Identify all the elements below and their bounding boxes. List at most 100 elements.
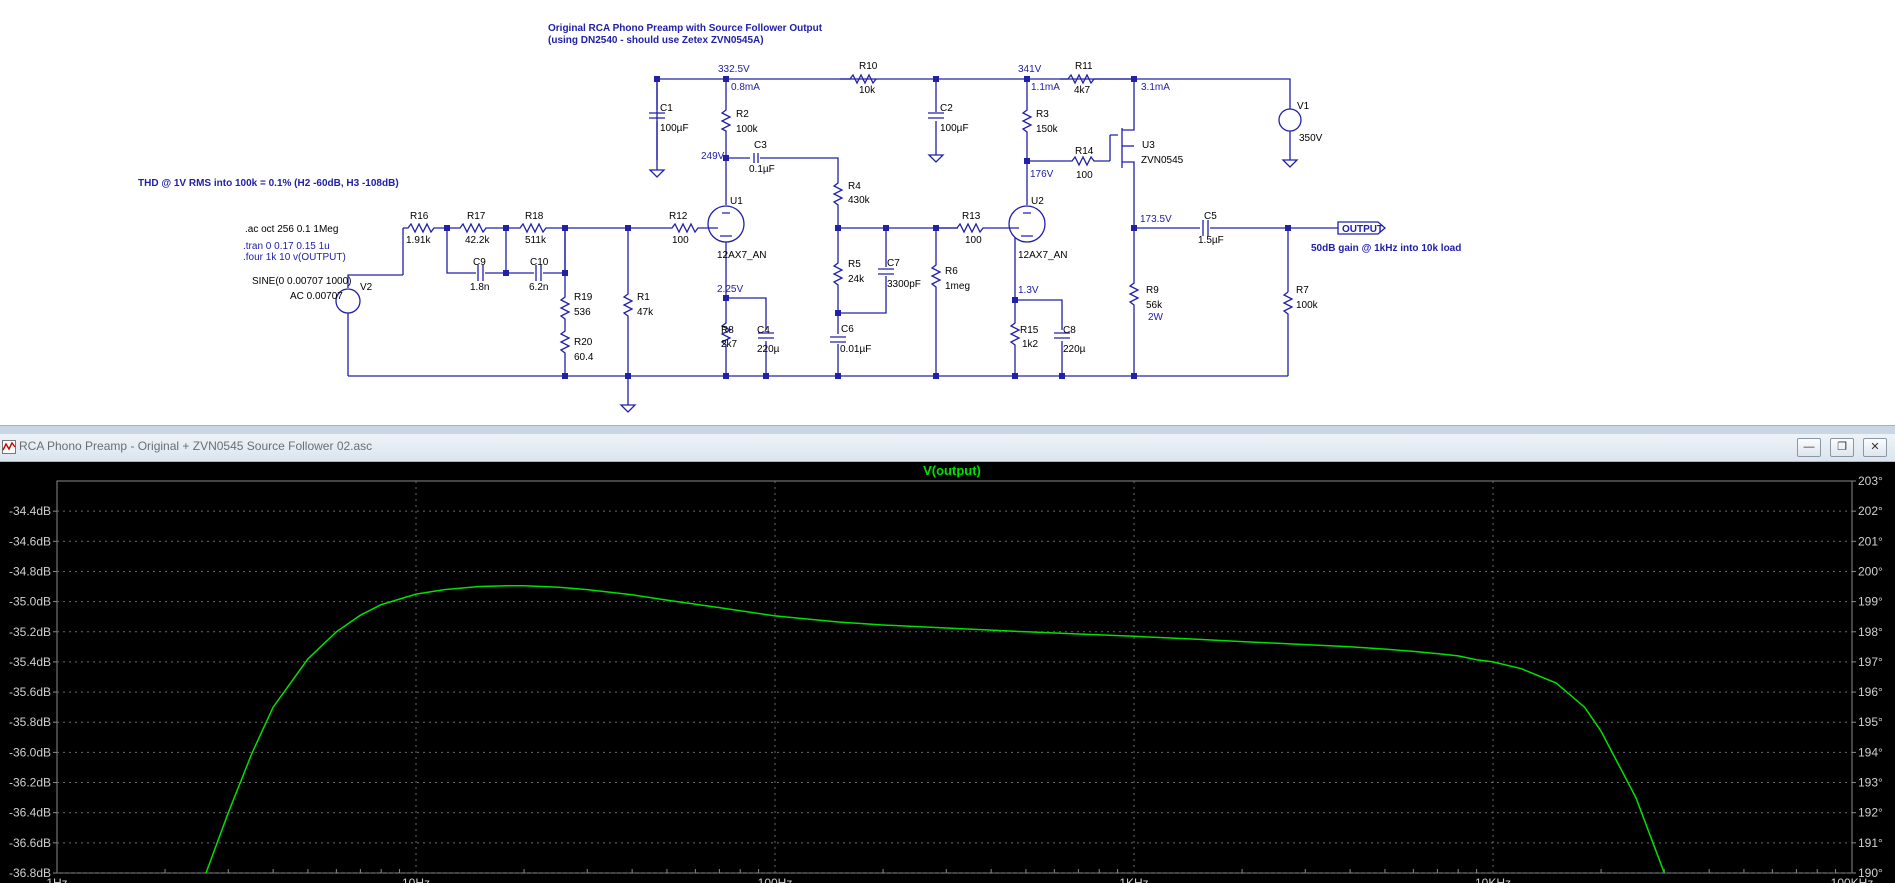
maximize-button[interactable]: ❐ [1830,438,1854,457]
component-name[interactable]: C4 [757,325,770,336]
component-name[interactable]: R2 [736,109,749,120]
component-value[interactable]: 12AX7_AN [1018,250,1067,261]
component-value[interactable]: 100 [672,235,689,246]
component-name[interactable]: U1 [730,196,743,207]
component-value[interactable]: 42.2k [465,235,490,246]
component-value[interactable]: 100µF [660,123,689,134]
y-axis-right: 203°202°201°200°199°198°197°196°195°194°… [1852,474,1883,880]
y-tick-label-right: 190° [1858,866,1883,880]
component-name[interactable]: R8 [721,325,734,336]
component-name[interactable]: C8 [1063,325,1076,336]
component-name[interactable]: C7 [887,258,900,269]
component-name[interactable]: C10 [530,257,549,268]
component-name[interactable]: R6 [945,266,958,277]
component-value[interactable]: 60.4 [574,352,594,363]
component-name[interactable]: R15 [1020,325,1039,336]
component-value[interactable]: 220µ [1063,344,1086,355]
component-value[interactable]: 100k [1296,300,1319,311]
component-name[interactable]: V2 [360,282,373,293]
component-name[interactable]: C9 [473,257,486,268]
y-tick-label-right: 202° [1858,504,1883,518]
component-name[interactable]: C3 [754,140,767,151]
trace-label[interactable]: V(output) [923,463,981,478]
component-value[interactable]: 24k [848,274,865,285]
power-dissipation: 2W [1148,312,1164,323]
component-value[interactable]: 100k [736,124,759,135]
component-value[interactable]: 1.91k [406,235,431,246]
plot-window[interactable]: RCA Phono Preamp - Original + ZVN0545 So… [0,434,1895,883]
component-value[interactable]: 12AX7_AN [717,250,766,261]
component-value[interactable]: ZVN0545 [1141,155,1184,166]
schematic-canvas[interactable]: Original RCA Phono Preamp with Source Fo… [0,0,1895,425]
y-tick-label-left: -35.2dB [9,625,51,639]
component-name[interactable]: C6 [841,324,854,335]
component-value[interactable]: 100µF [940,123,969,134]
y-tick-label-right: 195° [1858,715,1883,729]
trace-v-output[interactable] [205,585,1666,874]
component-name[interactable]: R12 [669,211,688,222]
node-voltage: 332.5V [718,64,750,75]
component-name[interactable]: R13 [962,211,981,222]
component-value[interactable]: 3300pF [887,279,921,290]
component-name[interactable]: R11 [1075,61,1093,72]
component-name[interactable]: R14 [1075,146,1094,157]
component-value[interactable]: 4k7 [1074,85,1091,96]
component-name[interactable]: C5 [1204,211,1217,222]
component-value[interactable]: 350V [1299,133,1323,144]
source-ac: AC 0.00707 [290,291,343,302]
plot-window-titlebar[interactable]: RCA Phono Preamp - Original + ZVN0545 So… [0,434,1895,462]
directive-tran[interactable]: .tran 0 0.17 0.15 1u [243,241,330,252]
component-value[interactable]: 1.8n [470,282,489,293]
component-name[interactable]: R1 [637,292,650,303]
component-value[interactable]: 100 [965,235,982,246]
component-value[interactable]: 1.5µF [1198,235,1224,246]
component-name[interactable]: R3 [1036,109,1049,120]
component-name[interactable]: R20 [574,337,593,348]
component-name[interactable]: V1 [1297,101,1310,112]
component-value[interactable]: 100 [1076,170,1093,181]
directive-ac[interactable]: .ac oct 256 0.1 1Meg [245,224,338,235]
component-value[interactable]: 1k2 [1022,339,1039,350]
component-name[interactable]: C2 [940,103,953,114]
component-name[interactable]: R17 [467,211,486,222]
directive-four[interactable]: .four 1k 10 v(OUTPUT) [243,252,346,263]
component-name[interactable]: R10 [859,61,878,72]
component-value[interactable]: 0.1µF [749,164,775,175]
component-value[interactable]: 0.01µF [840,344,871,355]
y-tick-label-right: 192° [1858,806,1883,820]
window-divider[interactable] [0,425,1895,434]
component-value[interactable]: 2k7 [721,339,738,350]
component-name[interactable]: R18 [525,211,544,222]
component-name[interactable]: U2 [1031,196,1044,207]
node-voltage: 173.5V [1140,214,1172,225]
y-tick-label-right: 191° [1858,836,1883,850]
component-value[interactable]: 150k [1036,124,1059,135]
component-value[interactable]: 430k [848,195,871,206]
component-value[interactable]: 1meg [945,281,970,292]
component-name[interactable]: R4 [848,181,861,192]
component-name[interactable]: C1 [660,103,673,114]
component-name[interactable]: R5 [848,259,861,270]
node-voltage: 249V [701,151,725,162]
component-value[interactable]: 6.2n [529,282,548,293]
gain-note: 50dB gain @ 1kHz into 10k load [1311,243,1461,254]
component-name[interactable]: U3 [1142,140,1155,151]
component-value[interactable]: 10k [859,85,876,96]
plot-area[interactable] [56,480,1853,874]
component-name[interactable]: R7 [1296,285,1309,296]
y-tick-label-left: -34.6dB [9,534,51,548]
bode-plot[interactable]: V(output) -34.4dB-34.6dB-34.8dB-35.0dB-3… [0,461,1895,883]
component-value[interactable]: 47k [637,307,654,318]
component-value[interactable]: 220µ [757,344,780,355]
component-value[interactable]: 511k [525,235,547,246]
close-button[interactable]: ✕ [1863,438,1887,457]
component-value[interactable]: 536 [574,307,591,318]
component-name[interactable]: R19 [574,292,593,303]
minimize-button[interactable]: ― [1797,438,1821,457]
component-name[interactable]: R9 [1146,285,1159,296]
x-tick-label: 100Hz [758,876,793,883]
y-tick-label-right: 201° [1858,534,1883,548]
component-value[interactable]: 56k [1146,300,1163,311]
component-name[interactable]: R16 [410,211,429,222]
